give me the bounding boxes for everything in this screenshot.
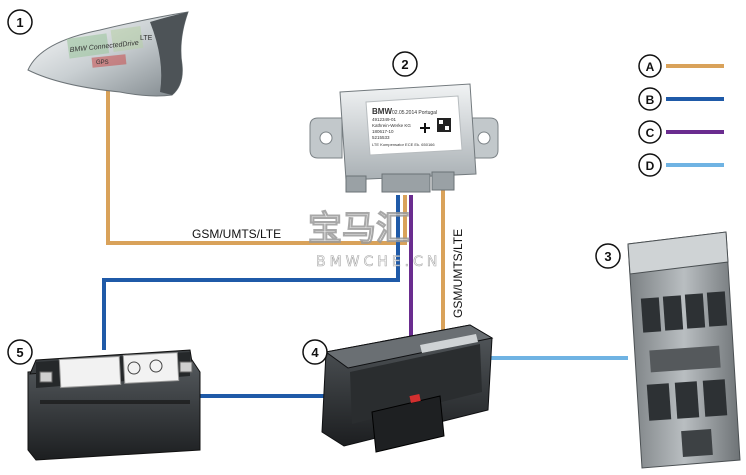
antenna-text-lte: LTE [140, 35, 153, 42]
watermark: 宝马汇 BMWCHE.CN [308, 209, 441, 271]
svg-text:1: 1 [16, 15, 23, 30]
compensator-line-4: 5215533 [372, 135, 390, 140]
wires [102, 90, 628, 398]
watermark-cn: 宝马汇 [308, 209, 410, 249]
compensator-line-3: 180617-10 [372, 129, 394, 134]
callout-5: 5 [7, 339, 33, 365]
callout-1: 1 [7, 9, 33, 35]
callout-4: 4 [302, 339, 328, 365]
antenna-text-gps: GPS [96, 60, 109, 66]
snap-in-adapter [321, 324, 494, 453]
compensator-line-5: LTE Kompensator ECE Ek. 650166 [372, 142, 435, 147]
antenna-shark-fin: LTE BMW ConnectedDrive GPS [27, 11, 189, 97]
plus-symbol-icon [420, 123, 430, 133]
legend: A B C D [638, 54, 724, 177]
lte-compensator: BMW 02.05.2014 Portugal 4912349-01 Kathr… [309, 83, 499, 193]
body-domain-controller [627, 231, 741, 469]
callout-3: 3 [595, 243, 621, 269]
wire-label-adapter: GSM/UMTS/LTE [451, 229, 465, 318]
legend-item-c: C [638, 120, 724, 144]
legend-item-b: B [638, 87, 724, 111]
compensator-brand: BMW [372, 107, 392, 116]
legend-letter: D [646, 159, 655, 173]
callout-2: 2 [392, 51, 418, 77]
wire-a-antenna [106, 90, 407, 245]
battery [27, 349, 201, 461]
wire-label-antenna: GSM/UMTS/LTE [192, 227, 281, 241]
svg-text:4: 4 [311, 345, 319, 360]
svg-text:3: 3 [604, 249, 611, 264]
compensator-line-1: 4912349-01 [372, 117, 397, 122]
svg-text:2: 2 [401, 57, 408, 72]
wire-b-battery-compensator [102, 195, 400, 350]
legend-letter: B [646, 93, 655, 107]
legend-item-a: A [638, 54, 724, 78]
compensator-date: 02.05.2014 Portugal [392, 110, 437, 116]
legend-item-d: D [638, 153, 724, 177]
legend-letter: A [646, 60, 655, 74]
watermark-en: BMWCHE.CN [316, 254, 441, 270]
compensator-line-2: Kathrein-Werke KG [372, 123, 411, 128]
legend-letter: C [646, 126, 655, 140]
svg-text:5: 5 [16, 345, 23, 360]
